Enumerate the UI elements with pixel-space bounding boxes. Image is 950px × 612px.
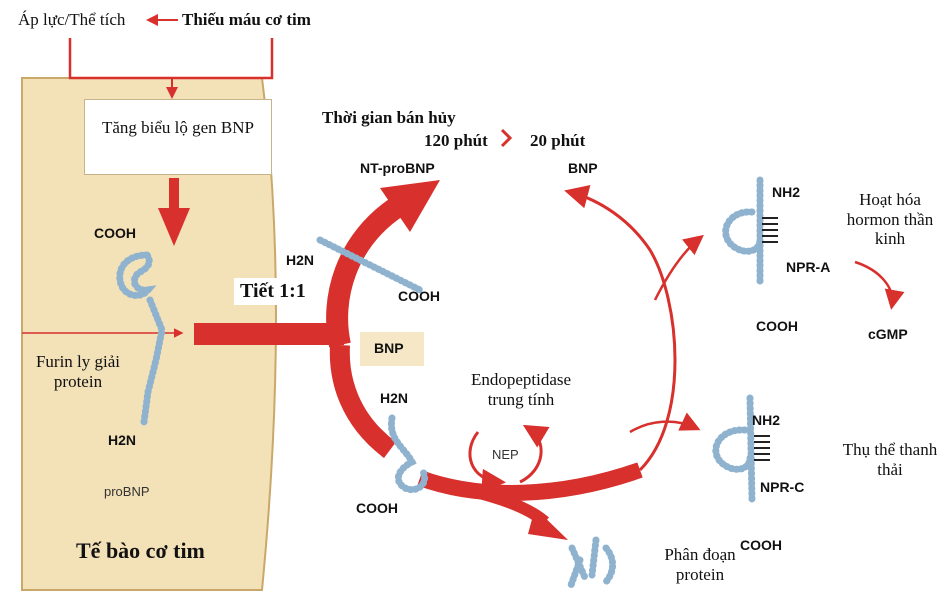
pressure-volume-label: Áp lực/Thể tích xyxy=(18,10,126,29)
bnp-cycle-arc xyxy=(564,185,677,472)
to-nprc-arrow xyxy=(629,412,701,434)
nep-label: NEP xyxy=(492,447,519,462)
bnp-tag-box xyxy=(360,332,424,366)
probnp-label: proBNP xyxy=(104,484,150,499)
nt-probnp-cooh-label: COOH xyxy=(398,288,440,304)
fragment-arrow-head xyxy=(528,508,568,540)
nprc-receptor xyxy=(712,394,770,504)
furin-label: Furin ly giải protein xyxy=(35,352,121,391)
npra-nh2-label: NH2 xyxy=(772,184,801,200)
nprc-cooh-label: COOH xyxy=(740,537,782,553)
nep-circle-arrow-b xyxy=(519,424,550,484)
bnp-h2n-label: H2N xyxy=(380,390,409,406)
ischemia-label: Thiếu máu cơ tim xyxy=(182,10,311,29)
nt-probnp-chain xyxy=(316,236,424,294)
gene-to-probnp-shaft xyxy=(169,178,179,210)
bnp-tag-label: BNP xyxy=(374,340,404,356)
gene-expression-box xyxy=(84,99,272,175)
probnp-chain xyxy=(116,251,166,426)
bnp-molecule-chain xyxy=(387,414,429,493)
npra-name-label: NPR-A xyxy=(786,259,831,275)
main-curve-up xyxy=(326,195,407,348)
nt-probnp-h2n-label: H2N xyxy=(286,252,315,268)
halflife-title: Thời gian bán hủy xyxy=(322,108,456,127)
nep-enzyme-label: Endopeptidase trung tính xyxy=(470,370,572,409)
probnp-h2n-label: H2N xyxy=(108,432,137,448)
secretion-bar xyxy=(194,323,344,345)
npra-to-cgmp-arrow xyxy=(854,260,905,310)
nt-probnp-label: NT-proBNP xyxy=(360,160,435,176)
main-curve-up-head xyxy=(380,180,440,232)
halflife-nt-value: 120 phút xyxy=(424,131,488,150)
nep-circle-arrow-a xyxy=(468,431,506,493)
gene-to-probnp-head xyxy=(158,208,190,246)
npra-action-label: Hoạt hóa hormon thần kinh xyxy=(846,190,934,249)
gene-expression-label: Tăng biểu lộ gen BNP xyxy=(101,118,255,137)
bnp-cooh-label: COOH xyxy=(356,500,398,516)
protein-fragments xyxy=(566,536,616,592)
main-curve-down xyxy=(329,344,397,458)
to-npra-arrow xyxy=(653,234,704,301)
halflife-chevron xyxy=(500,128,513,148)
secretion-label: Tiết 1:1 xyxy=(234,278,312,305)
top-bracket xyxy=(68,38,274,80)
protein-fragments-label: Phân đoạn protein xyxy=(664,545,736,584)
bnp-top-label: BNP xyxy=(568,160,598,176)
npra-cooh-label: COOH xyxy=(756,318,798,334)
nprc-name-label: NPR-C xyxy=(760,479,805,495)
nprc-nh2-label: NH2 xyxy=(752,412,781,428)
cgmp-label: cGMP xyxy=(868,326,908,342)
halflife-bnp-value: 20 phút xyxy=(530,131,586,150)
cardiomyocyte-title: Tế bào cơ tim xyxy=(76,538,205,563)
nprc-action-label: Thụ thể thanh thải xyxy=(842,440,938,479)
npra-receptor xyxy=(722,176,778,289)
probnp-cooh-label: COOH xyxy=(94,225,136,241)
